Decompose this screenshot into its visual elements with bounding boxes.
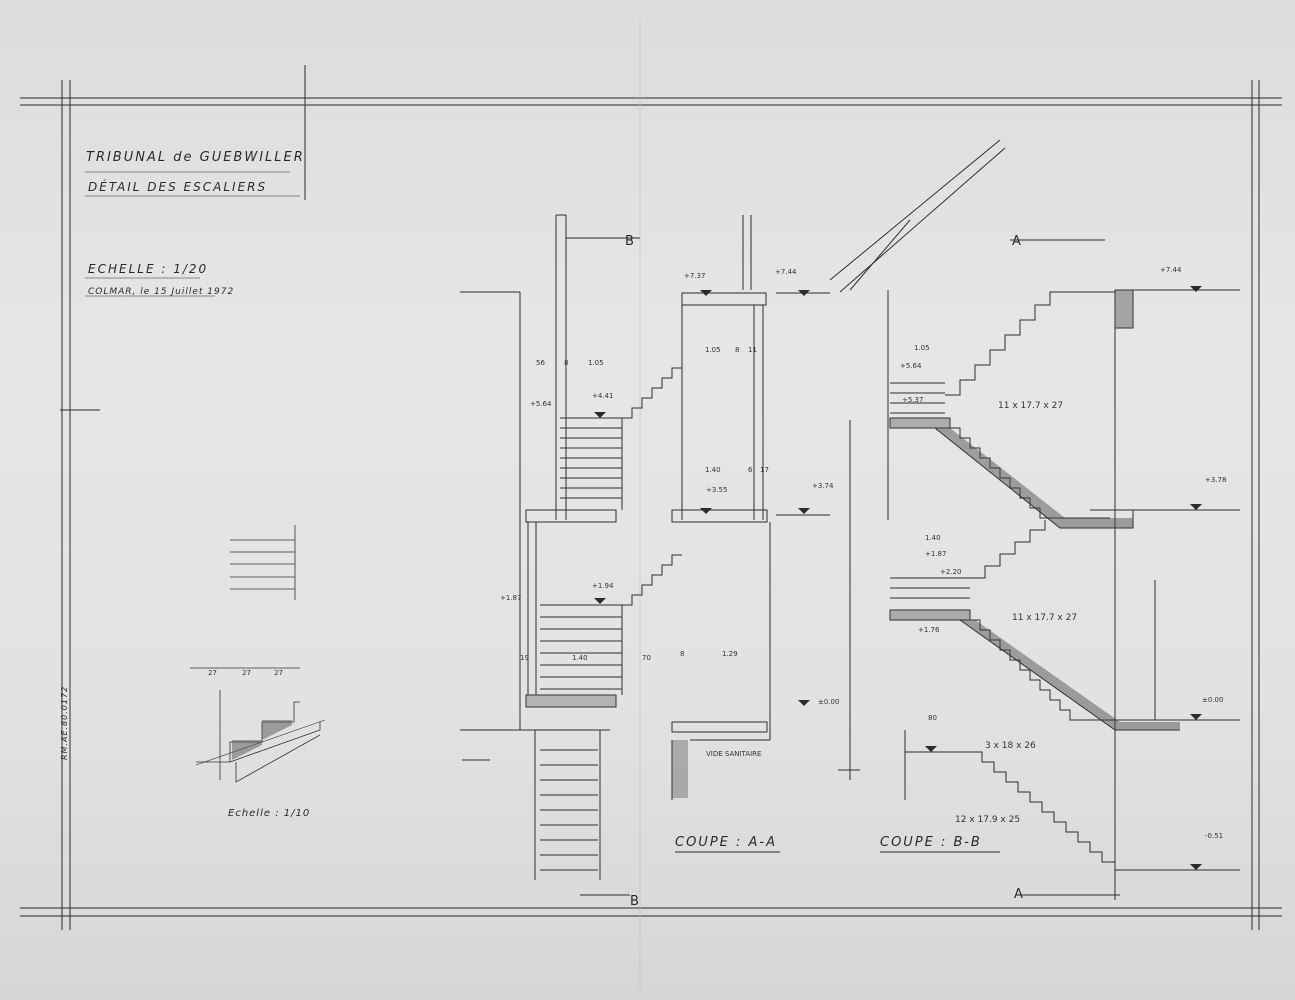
svg-text:+1.94: +1.94: [592, 582, 614, 590]
svg-text:±0.00: ±0.00: [1202, 696, 1223, 704]
svg-text:+1.87: +1.87: [500, 594, 521, 602]
svg-text:1.40: 1.40: [572, 654, 588, 662]
cut-letters: B B A A: [625, 234, 1023, 909]
section-aa-label: COUPE : A-A: [675, 835, 777, 850]
svg-text:1.05: 1.05: [588, 359, 604, 367]
svg-text:1.29: 1.29: [722, 650, 738, 658]
level-markers: [594, 286, 1202, 870]
tread-detail-hatch: [232, 720, 292, 760]
drawing-subtitle: DÉTAIL DES ESCALIERS: [88, 180, 268, 194]
svg-text:27: 27: [274, 669, 283, 677]
svg-text:11 x 17.7 x 27: 11 x 17.7 x 27: [1012, 613, 1077, 623]
svg-text:1.40: 1.40: [925, 534, 941, 542]
tread-detail: [190, 525, 326, 783]
svg-text:+3.74: +3.74: [812, 482, 834, 490]
svg-text:+2.20: +2.20: [940, 568, 961, 576]
section-bb-hatch: [890, 290, 1180, 730]
svg-text:8: 8: [564, 359, 568, 367]
sheet-frame: [20, 20, 1282, 990]
section-aa-hatch: [526, 695, 688, 798]
svg-text:80: 80: [928, 714, 937, 722]
svg-text:+7.44: +7.44: [775, 268, 797, 276]
svg-text:+7.44: +7.44: [1160, 266, 1182, 274]
drawing-title: TRIBUNAL de GUEBWILLER: [86, 150, 305, 165]
svg-text:27: 27: [242, 669, 251, 677]
svg-text:+1.76: +1.76: [918, 626, 940, 634]
svg-text:+4.41: +4.41: [592, 392, 613, 400]
svg-text:8: 8: [735, 346, 739, 354]
svg-text:12 x 17.9 x 25: 12 x 17.9 x 25: [955, 815, 1020, 825]
tread-dims: 27 27 27: [208, 669, 283, 677]
svg-text:8: 8: [680, 650, 684, 658]
bb-level-labels: +7.44 +5.64 +5.37 +3.78 +1.87 +2.20 +1.7…: [900, 266, 1226, 840]
section-aa: [460, 214, 830, 896]
drawing-scale: ECHELLE : 1/20: [88, 262, 209, 276]
svg-text:1.40: 1.40: [705, 466, 721, 474]
section-bb: [829, 139, 1240, 900]
svg-text:+3.55: +3.55: [706, 486, 727, 494]
place-date: COLMAR, le 15 Juillet 1972: [88, 287, 235, 297]
svg-text:B: B: [630, 894, 639, 909]
bb-stair-notes: 11 x 17.7 x 27 11 x 17.7 x 27 3 x 18 x 2…: [914, 344, 1077, 825]
svg-text:A: A: [1012, 234, 1021, 249]
svg-text:VIDE SANITAIRE: VIDE SANITAIRE: [706, 750, 761, 758]
svg-text:11 x 17.7 x 27: 11 x 17.7 x 27: [998, 401, 1063, 411]
svg-text:+5.64: +5.64: [530, 400, 552, 408]
svg-text:27: 27: [208, 669, 217, 677]
detail-scale-label: Echelle : 1/10: [228, 808, 311, 819]
svg-text:-0.51: -0.51: [1205, 832, 1223, 840]
svg-text:19: 19: [520, 654, 529, 662]
svg-text:B: B: [625, 234, 634, 249]
svg-text:A: A: [1014, 887, 1023, 902]
svg-text:70: 70: [642, 654, 651, 662]
aa-level-labels: +7.37 +7.44 +5.64 +4.41 +3.55 +3.74 +1.8…: [500, 268, 839, 706]
svg-text:+7.37: +7.37: [684, 272, 705, 280]
svg-text:11: 11: [748, 346, 757, 354]
svg-text:3 x 18 x 26: 3 x 18 x 26: [985, 741, 1036, 751]
svg-text:+1.87: +1.87: [925, 550, 946, 558]
svg-text:+5.64: +5.64: [900, 362, 922, 370]
svg-text:56: 56: [536, 359, 545, 367]
svg-text:1.05: 1.05: [914, 344, 930, 352]
svg-text:+3.78: +3.78: [1205, 476, 1226, 484]
svg-text:6: 6: [748, 466, 753, 474]
svg-text:1.05: 1.05: [705, 346, 721, 354]
svg-text:17: 17: [760, 466, 769, 474]
aa-dims: 56 8 1.05 1.05 8 11 1.40 6 17 19 1.40 70…: [520, 346, 769, 758]
section-bb-label: COUPE : B-B: [880, 835, 982, 850]
svg-text:+5.37: +5.37: [902, 396, 923, 404]
svg-text:±0.00: ±0.00: [818, 698, 839, 706]
